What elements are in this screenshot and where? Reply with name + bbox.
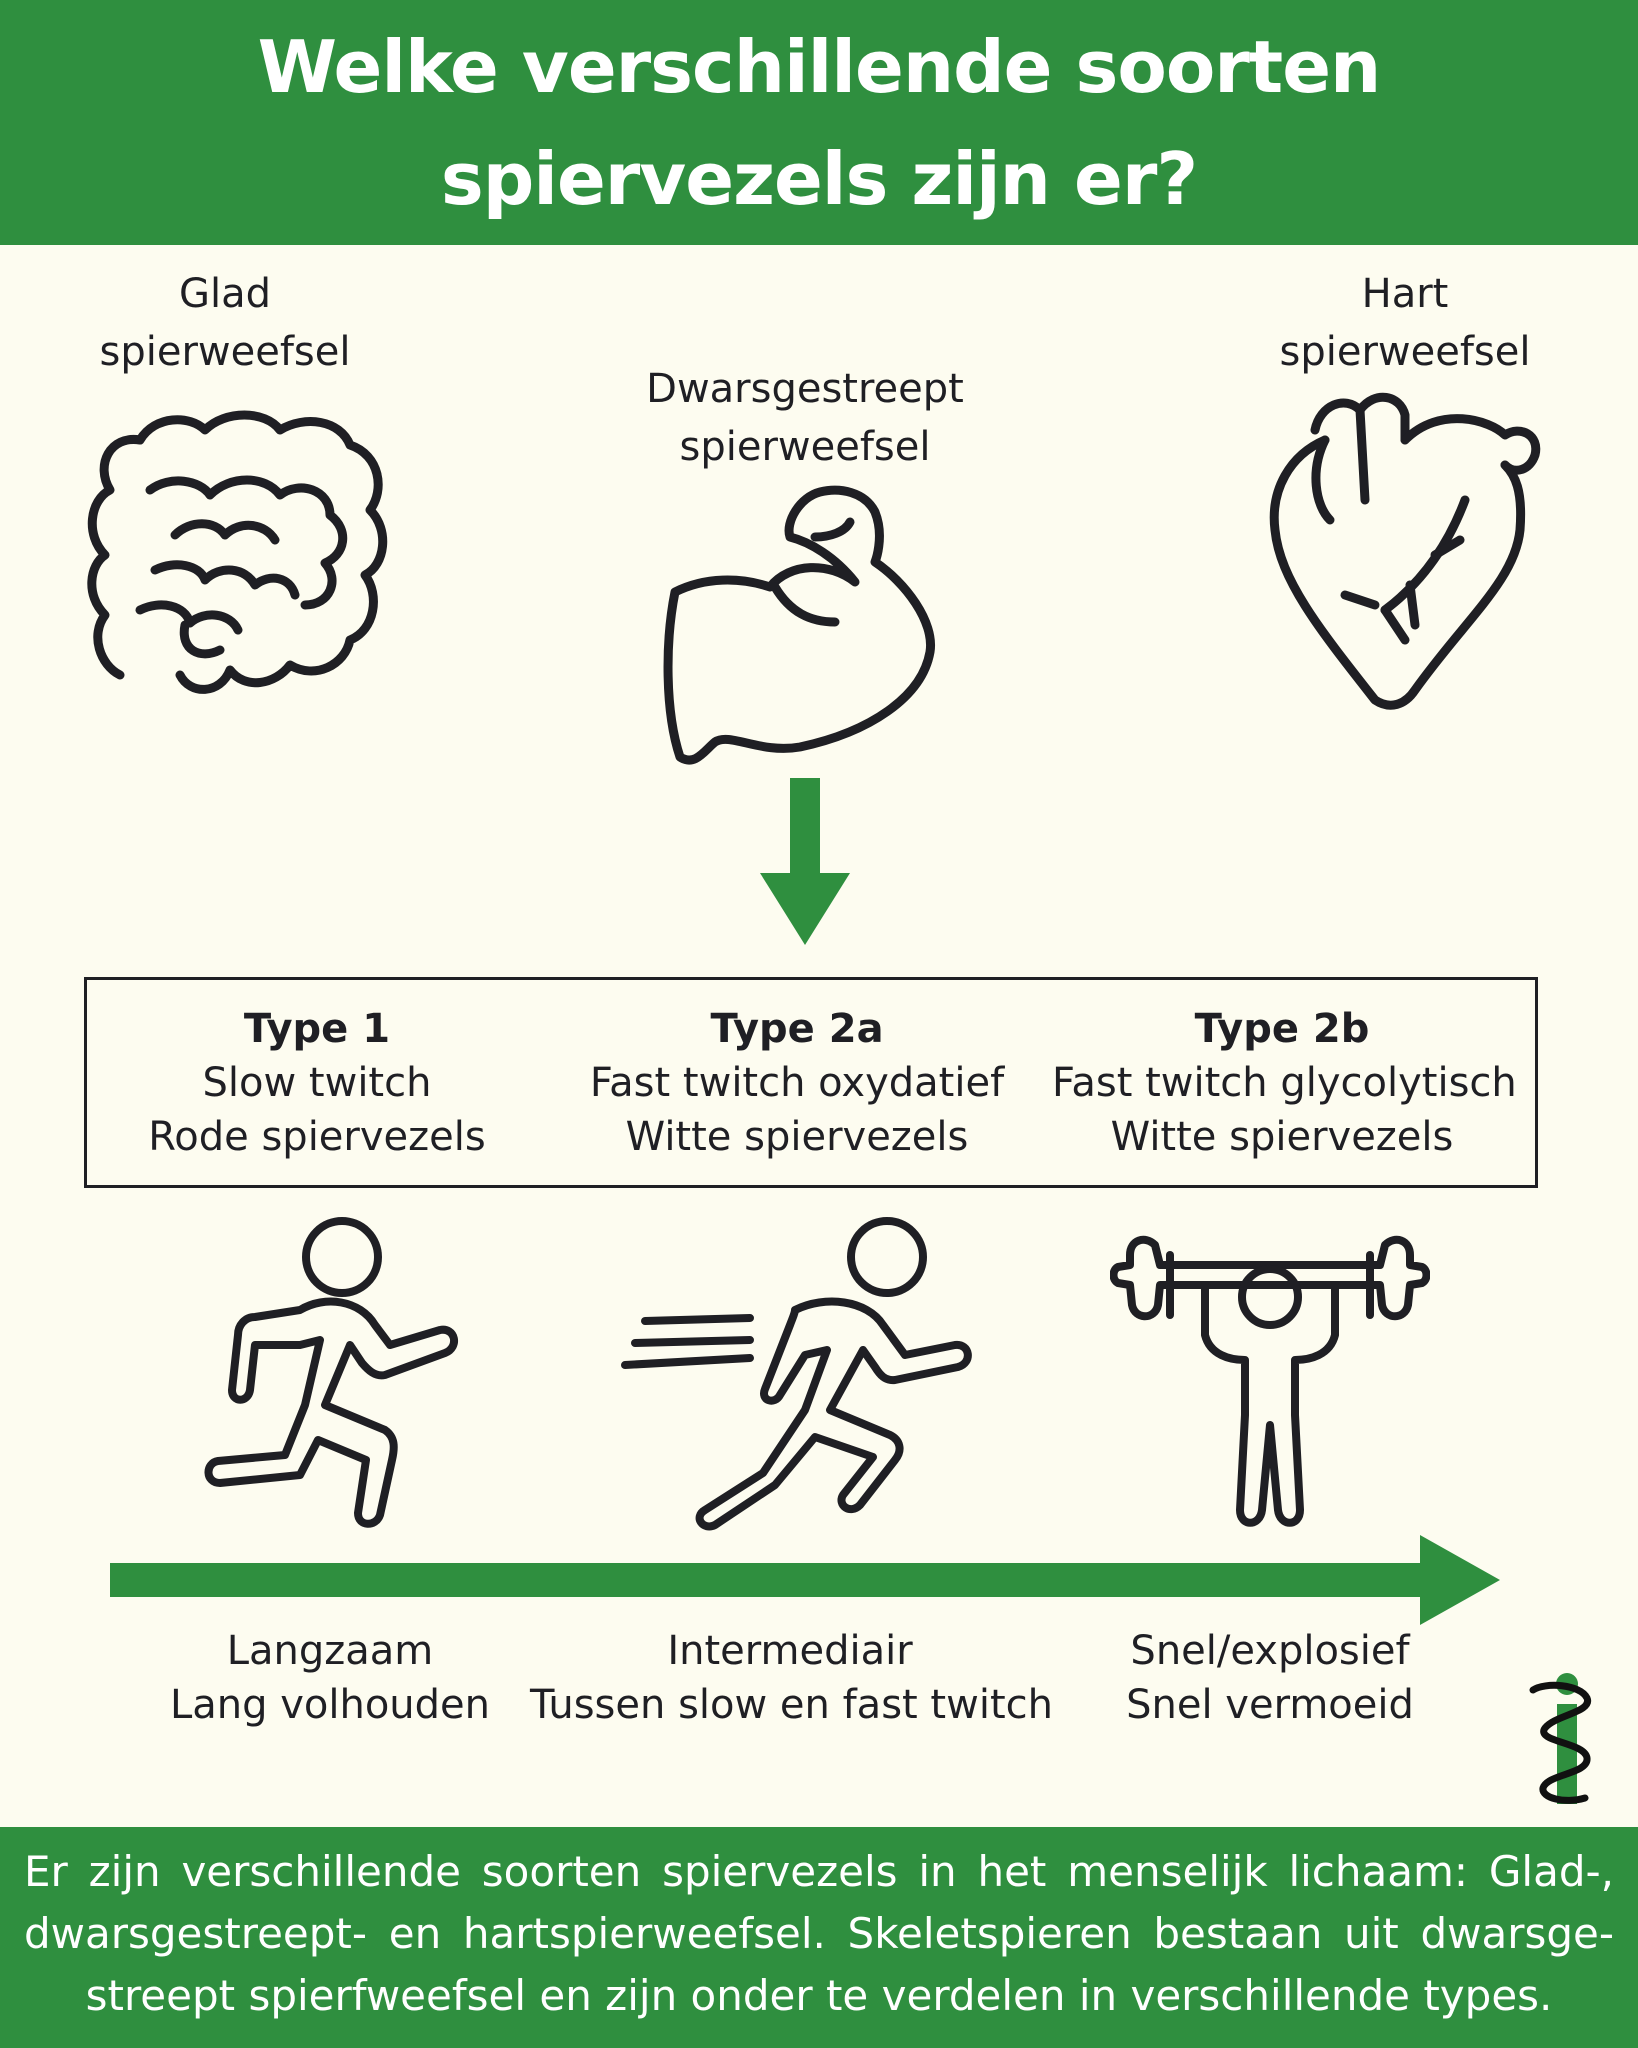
sprinting-person-icon — [605, 1215, 985, 1535]
smooth-muscle-label-line2: spierweefsel — [99, 329, 351, 375]
weightlifter-icon — [1110, 1215, 1430, 1535]
speed-label-intermediate-line1: Intermediair — [667, 1628, 913, 1674]
type-2b-line2: Witte spiervezels — [1110, 1114, 1454, 1160]
skeletal-muscle-label: Dwarsgestreept spierweefsel — [620, 360, 990, 476]
type-2a-title: Type 2a — [710, 1006, 884, 1052]
type-2b-line1: Fast twitch glycolytisch — [1052, 1060, 1517, 1106]
caduceus-info-logo — [1525, 1670, 1605, 1810]
speed-label-fast-line2: Snel vermoeid — [1126, 1682, 1414, 1728]
skeletal-muscle-label-line2: spierweefsel — [679, 424, 931, 470]
speed-label-intermediate-line2: Tussen slow en fast twitch — [530, 1682, 1053, 1728]
cardiac-muscle-label: Hart spierweefsel — [1260, 265, 1550, 381]
footer-banner: Er zijn verschillende soorten spiervezel… — [0, 1827, 1638, 2048]
smooth-muscle-label-line1: Glad — [178, 271, 271, 317]
type-2a-line1: Fast twitch oxydatief — [589, 1060, 1005, 1106]
header-banner: Welke verschillende soorten spiervezels … — [0, 0, 1638, 245]
skeletal-muscle-label-line1: Dwarsgestreept — [646, 366, 964, 412]
intestine-icon — [80, 395, 400, 705]
fiber-types-box: Type 1 Slow twitch Rode spiervezels Type… — [84, 977, 1538, 1188]
speed-label-fast-line1: Snel/explosief — [1130, 1628, 1410, 1674]
type-2a-line2: Witte spiervezels — [625, 1114, 969, 1160]
type-2b-title: Type 2b — [1194, 1006, 1370, 1052]
heart-icon — [1265, 380, 1545, 720]
speed-label-fast: Snel/explosief Snel vermoeid — [1110, 1624, 1430, 1732]
type-1-title: Type 1 — [243, 1006, 391, 1052]
cardiac-muscle-label-line1: Hart — [1361, 271, 1449, 317]
type-1-line2: Rode spiervezels — [148, 1114, 486, 1160]
running-person-icon — [200, 1215, 460, 1535]
smooth-muscle-label: Glad spierweefsel — [80, 265, 370, 381]
speed-label-slow-line1: Langzaam — [226, 1628, 434, 1674]
type-1-column: Type 1 Slow twitch Rode spiervezels — [147, 1002, 487, 1164]
speed-label-slow-line2: Lang volhouden — [169, 1682, 491, 1728]
speed-label-slow: Langzaam Lang volhouden — [150, 1624, 510, 1732]
cardiac-muscle-label-line2: spierweefsel — [1279, 329, 1531, 375]
footer-text: Er zijn verschillende soorten spiervezel… — [24, 1847, 1614, 2020]
speed-arrow-icon — [110, 1535, 1500, 1625]
type-2a-column: Type 2a Fast twitch oxydatief Witte spie… — [587, 1002, 1007, 1164]
flexed-bicep-icon — [660, 482, 950, 772]
type-2b-column: Type 2b Fast twitch glycolytisch Witte s… — [1052, 1002, 1517, 1164]
type-1-line1: Slow twitch — [202, 1060, 432, 1106]
speed-label-intermediate: Intermediair Tussen slow en fast twitch — [530, 1624, 1053, 1732]
down-arrow-icon — [760, 778, 850, 948]
page-title: Welke verschillende soorten spiervezels … — [257, 24, 1382, 221]
